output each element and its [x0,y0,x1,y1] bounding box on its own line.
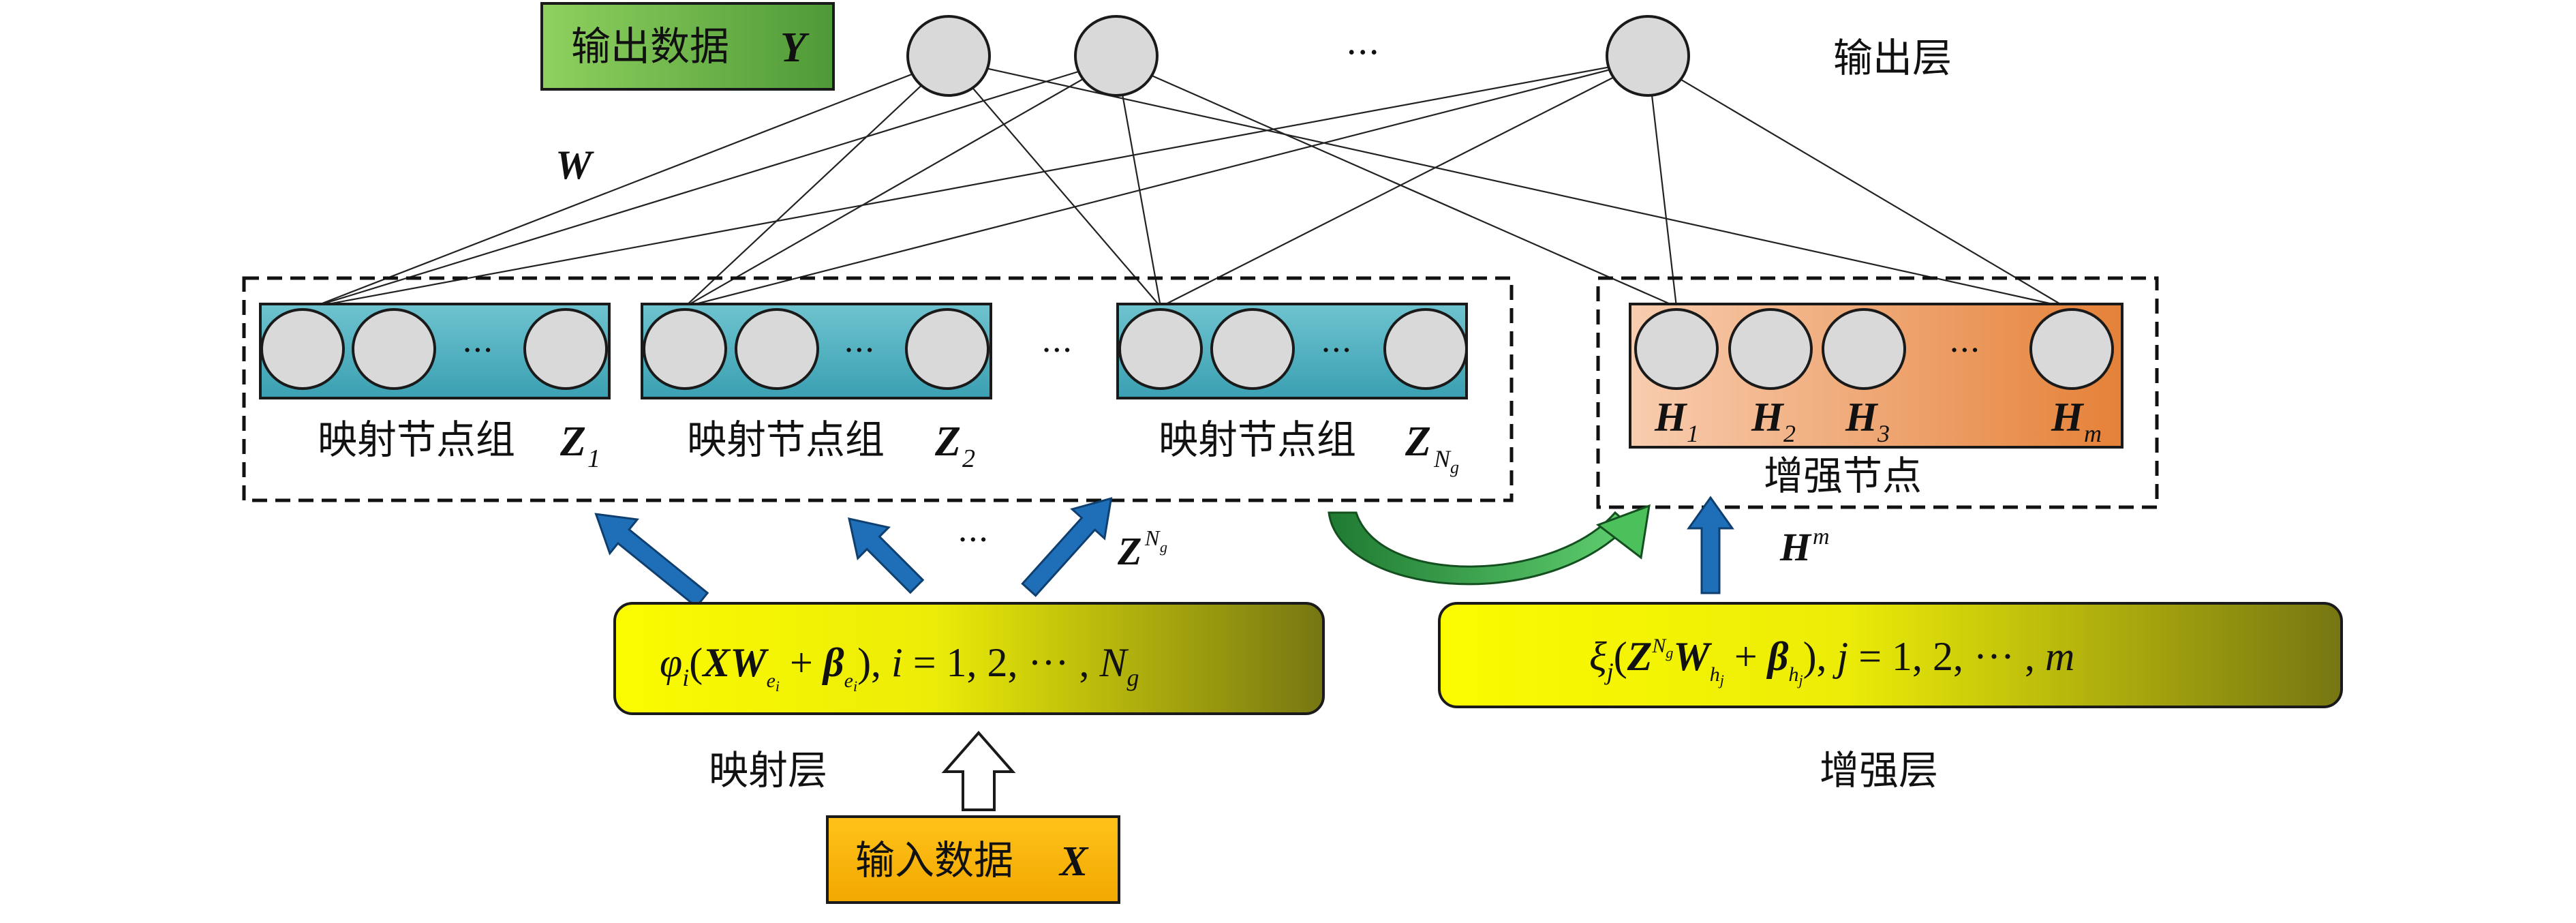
blue-arrow [1021,497,1113,597]
mapping-formula-box: φi(XWei + βei), i = 1, 2, ··· , Ng [613,602,1325,715]
z-ng-var: Z [1117,529,1141,573]
enhancement-node-var: H [1845,395,1879,440]
mapping-layer-label: 映射层 [709,747,827,793]
enhancement-node [1728,308,1813,390]
group-ellipsis: ··· [1321,331,1352,369]
mapping-group-var: Z [559,419,586,465]
connection-lines [313,59,2066,308]
z-ng-sup: N [1144,526,1161,550]
enhancement-node-var: H [1751,395,1785,440]
mapping-nodes-container [242,276,1514,502]
input-up-arrow [941,730,1016,811]
input-data-label: 输入数据 [855,837,1013,883]
output-data-box: 输出数据 Y [540,2,835,91]
weight-label: W [555,142,594,187]
green-curved-arrow [1328,504,1651,586]
enhancement-node-sub: m [2084,420,2102,447]
blue-arrows [594,496,1734,609]
enhancement-group: ··· H 1 H 2 H 3 H m 增强节点 [1629,303,2123,499]
mapping-group-label: 映射节点组 [1159,417,1356,463]
enhancement-node-sub: 1 [1687,420,1699,447]
h-m-arrow-label: H m [1779,524,1830,569]
enhancement-layer-label: 增强层 [1820,747,1938,793]
z-ng-arrow-label: Z N g [1117,526,1167,573]
enhancement-nodes-container [1596,276,2159,509]
mapping-group-1: ··· 映射节点组 Z 1 [259,303,611,473]
mapping-group-sub: N [1433,445,1452,472]
input-data-var: X [1058,838,1089,885]
output-data-label: 输出数据 [571,23,729,70]
mapping-group-2: ··· 映射节点组 Z 2 [641,303,992,473]
blue-arrow [594,513,709,609]
h-m-sup: m [1813,524,1830,549]
mapping-group-var: Z [934,419,961,465]
output-data-var: Y [780,25,810,71]
enhancement-formula-box: ξj(ZNgWhj + βhj), j = 1, 2, ··· , m [1438,602,2343,708]
enhancement-node-sub: 3 [1877,420,1890,447]
output-node [1074,15,1159,97]
enhancement-node-sub: 2 [1783,420,1796,447]
enhancement-node [1822,308,1906,390]
input-data-box: 输入数据 X [826,815,1120,904]
mapping-node [352,308,436,390]
mapping-group-var: Z [1405,419,1431,465]
between-group-ellipsis: ··· [1041,331,1073,369]
output-ellipsis: ··· [1346,33,1380,74]
mapping-node [523,308,608,390]
output-node [1606,15,1690,97]
group-ellipsis: ··· [844,331,875,369]
output-layer: ··· 输出层 [906,15,1952,97]
mapping-node [1210,308,1295,390]
mapping-formula: φi(XWei + βei), i = 1, 2, ··· , Ng [660,640,1139,695]
mapping-group-sub: 1 [587,444,600,473]
blue-arrow [848,517,925,594]
output-layer-label: 输出层 [1833,35,1952,81]
mapping-node [1383,308,1468,390]
enhancement-node [1634,308,1719,390]
group-ellipsis: ··· [462,331,493,369]
enhancement-label: 增强节点 [1764,453,1922,499]
z-ng-supsub: g [1160,539,1167,556]
mapping-group-label: 映射节点组 [318,417,515,463]
enhancement-node-var: H [1654,395,1688,440]
enhancement-node [2029,308,2114,390]
blue-arrow [1687,496,1734,594]
mapping-group-label: 映射节点组 [687,417,885,463]
mapping-group-subsub: g [1450,457,1459,477]
mapping-node [735,308,819,390]
output-node [906,15,991,97]
mapping-node [260,308,345,390]
enhancement-formula: ξj(ZNgWhj + βhj), j = 1, 2, ··· , m [1589,634,2074,689]
mapping-node [1118,308,1203,390]
mapping-group-sub: 2 [962,444,975,473]
enhancement-ellipsis: ··· [1949,331,1980,369]
enhancement-node-var: H [2051,395,2085,440]
h-m-var: H [1779,525,1812,569]
mapping-node [905,308,990,390]
arrows-ellipsis: ··· [957,521,989,559]
mapping-node [643,308,727,390]
mapping-group-ng: ··· 映射节点组 Z N g [1116,303,1468,477]
